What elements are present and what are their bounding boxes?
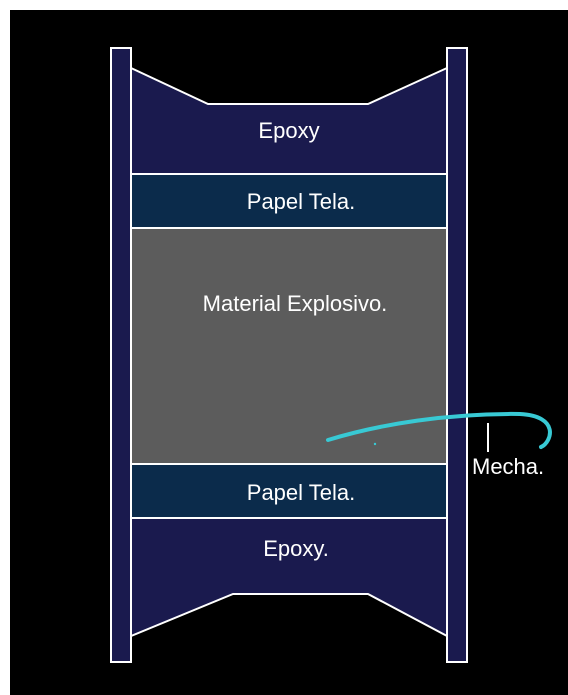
explosive-material-layer: [130, 227, 448, 465]
bottom-epoxy-label: Epoxy.: [263, 536, 329, 561]
top-paper-layer: [130, 173, 448, 229]
fuse-wire-dot: [373, 442, 377, 446]
explosive-material-label: Material Explosivo.: [203, 291, 388, 316]
top-paper-label: Papel Tela.: [247, 189, 355, 214]
top-epoxy-label: Epoxy: [258, 118, 319, 143]
fuse-label: Mecha.: [472, 454, 544, 479]
left-casing-wall: [110, 47, 132, 663]
fuse-wire: [326, 411, 552, 449]
bottom-paper-label: Papel Tela.: [247, 480, 355, 505]
right-casing-wall: [446, 47, 468, 663]
